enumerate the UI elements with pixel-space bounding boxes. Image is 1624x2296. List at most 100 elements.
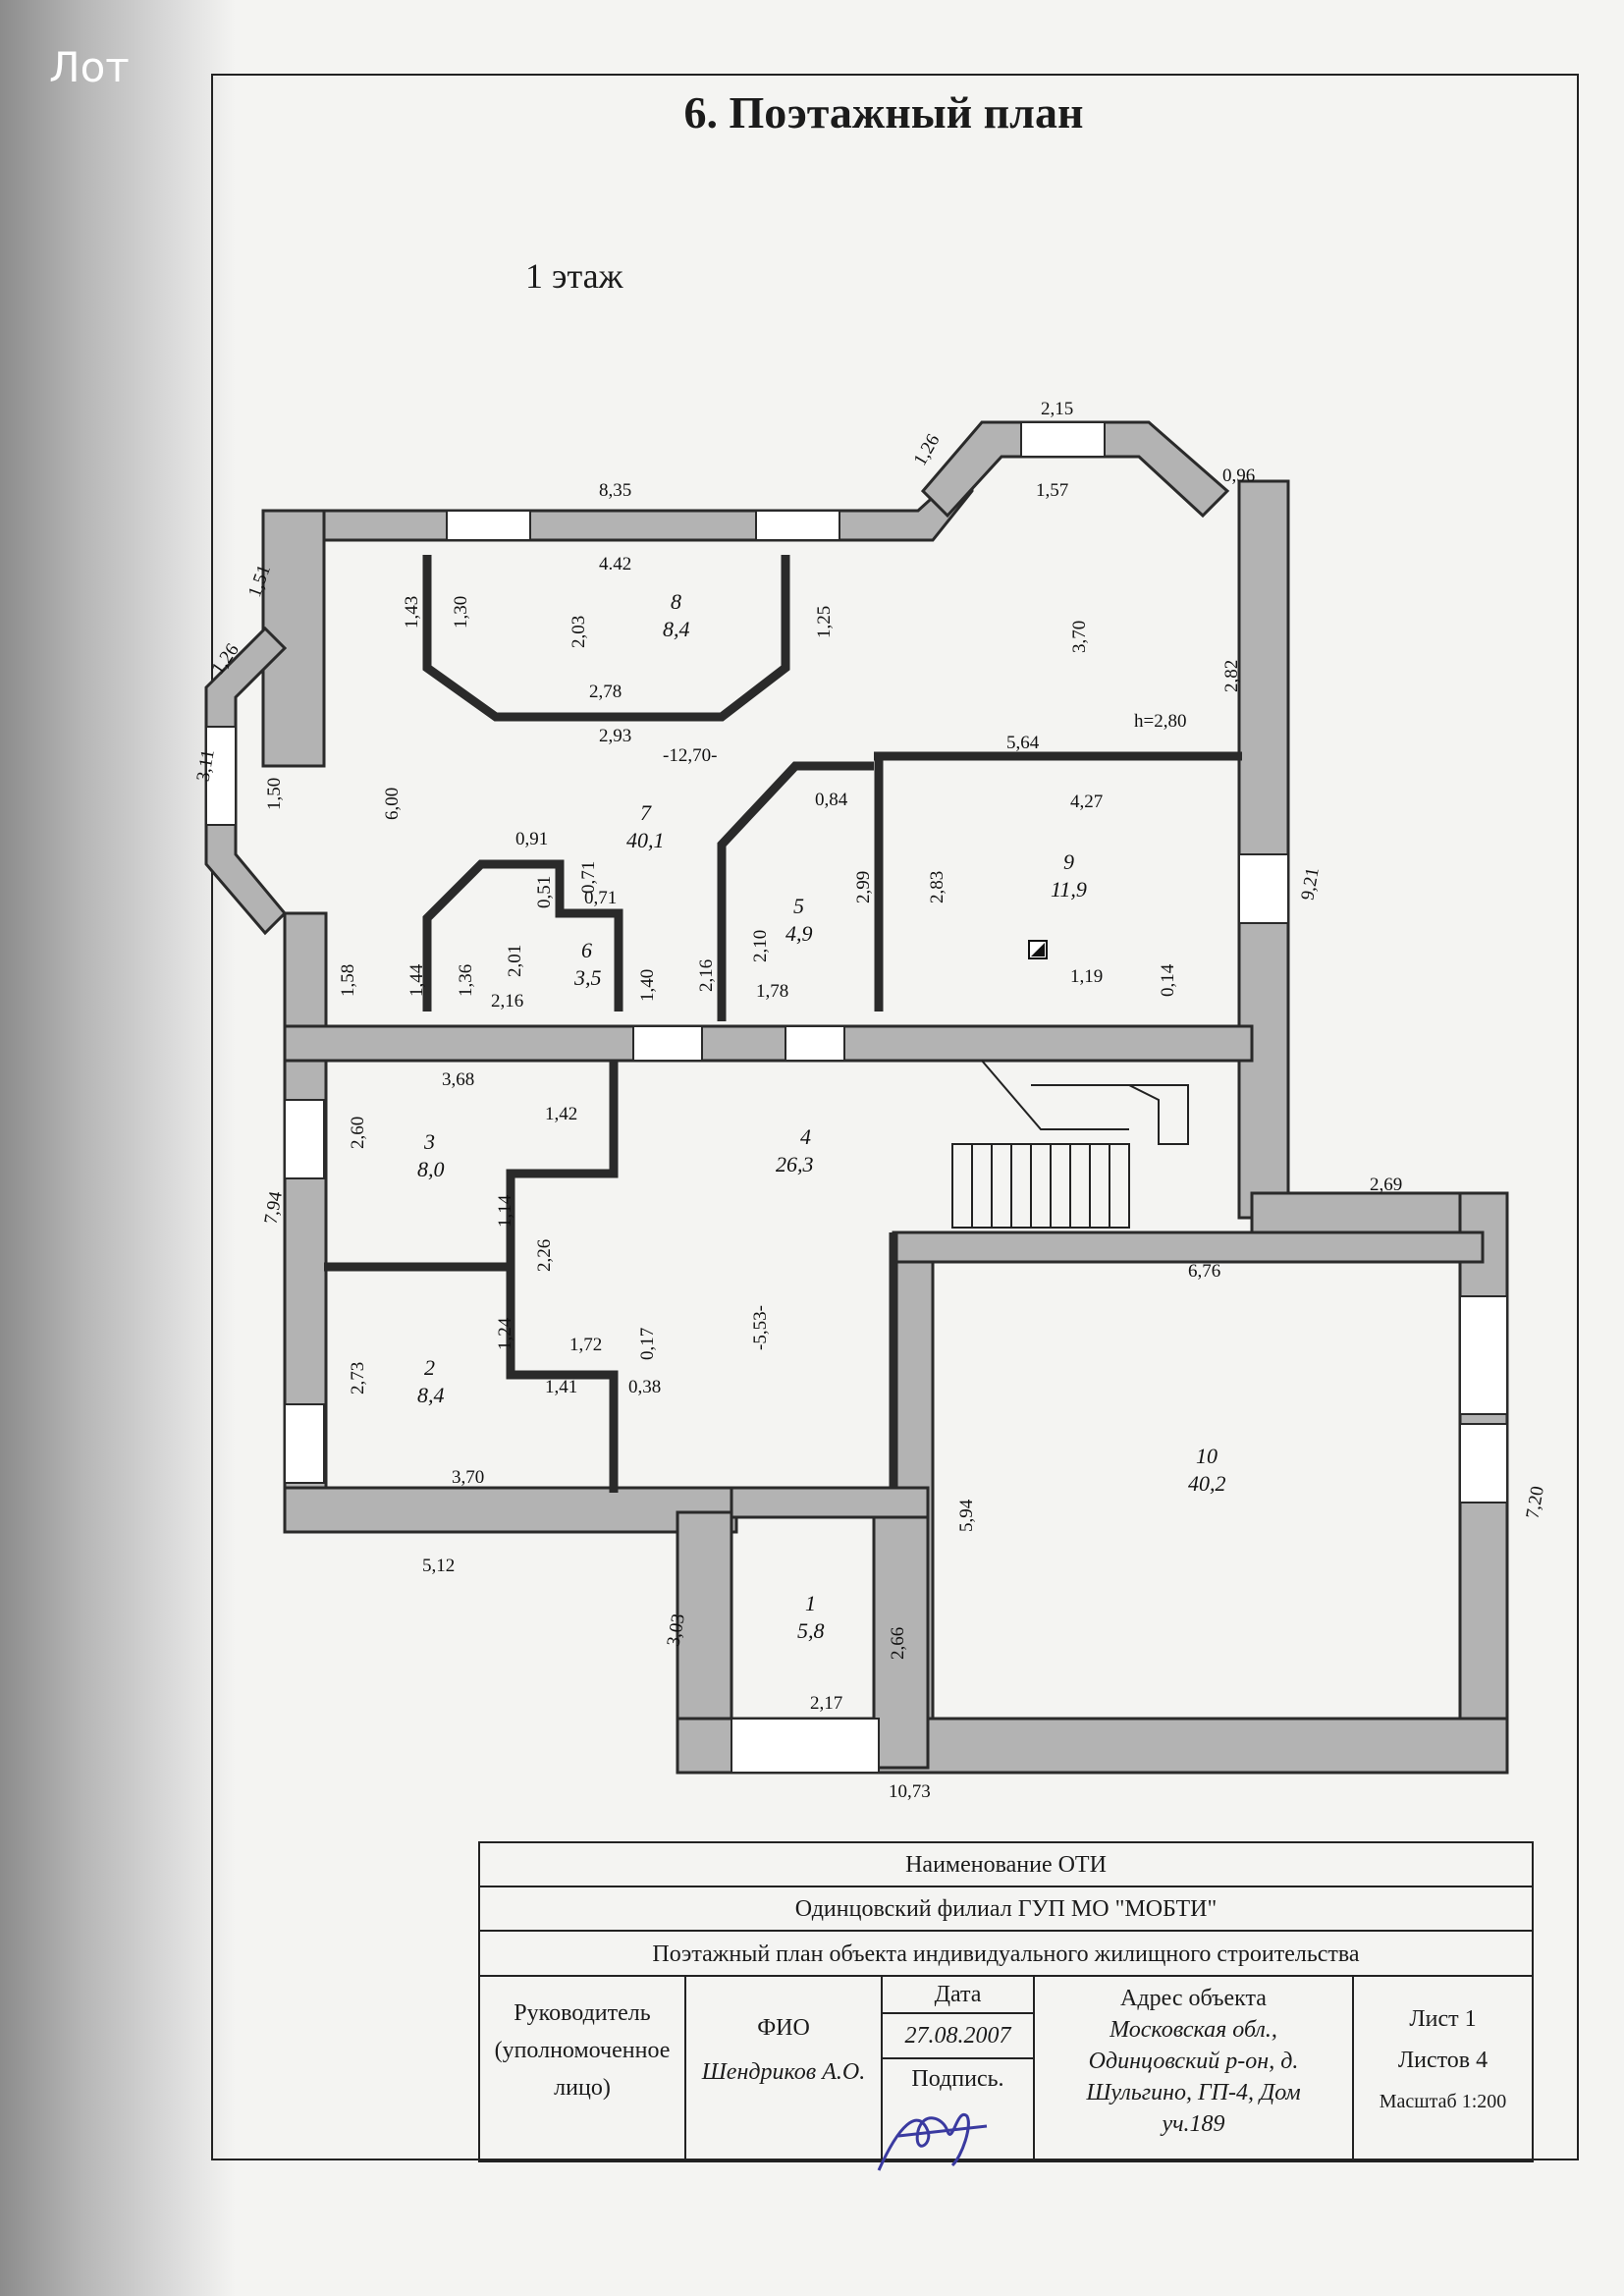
- dimension-label: 4,27: [1070, 792, 1103, 812]
- dimension-label: 2,17: [810, 1693, 842, 1714]
- stamp-sheets: Листов 4: [1397, 2048, 1489, 2073]
- title-block: Наименование ОТИ Одинцовский филиал ГУП …: [478, 1841, 1534, 2162]
- dimension-label: 1,42: [545, 1104, 577, 1124]
- dimension-label: 1,57: [1036, 480, 1068, 501]
- dimension-label: 2,16: [491, 991, 523, 1011]
- room-area: 8,0: [417, 1157, 445, 1181]
- dimension-label: 9,21: [1297, 866, 1323, 902]
- dimension-label: 2,83: [927, 871, 947, 903]
- room-area: 8,4: [663, 617, 690, 641]
- dimension-label: 1,50: [264, 778, 285, 810]
- binding-shadow: [0, 0, 236, 2296]
- dimension-label: h=2,80: [1134, 711, 1186, 732]
- room-area: 4,9: [785, 921, 813, 946]
- signature: [877, 2112, 988, 2171]
- wall-bay-left: [204, 626, 288, 936]
- dimension-label: 2,82: [1221, 660, 1242, 692]
- dimension-label: 1,72: [569, 1335, 602, 1355]
- room-area: 26,3: [776, 1152, 814, 1176]
- stamp-date: 27.08.2007: [883, 2014, 1033, 2059]
- stamp-head-label3: лицо): [554, 2075, 611, 2101]
- stamp-date-cell: Дата 27.08.2007 Подпись.: [883, 1977, 1035, 2162]
- dimension-label: 3,70: [452, 1467, 484, 1488]
- wall-lower-mid: [730, 1486, 930, 1519]
- room-area: 40,1: [626, 828, 665, 852]
- dimension-label: 0,14: [1158, 963, 1178, 997]
- dimension-label: 2,15: [1041, 399, 1073, 419]
- dimension-label: 3,70: [1069, 621, 1090, 653]
- dimension-label: 2,69: [1370, 1175, 1402, 1195]
- dimension-label: 0,96: [1222, 465, 1255, 486]
- stamp-head-label2: (уполномоченное: [494, 2038, 671, 2063]
- window: [205, 726, 237, 826]
- window: [755, 510, 840, 541]
- window: [284, 1099, 325, 1179]
- room-area: 8,4: [417, 1383, 445, 1407]
- dimension-label: 2,16: [696, 959, 717, 992]
- dimension-label: 1,25: [814, 606, 835, 638]
- dimension-label: 1,14: [495, 1194, 515, 1228]
- meter-icon-mark: [1031, 943, 1045, 957]
- dimension-label: 2,10: [750, 930, 771, 962]
- stamp-addr2: Одинцовский р-он, д.: [1088, 2049, 1299, 2074]
- stamp-address-cell: Адрес объекта Московская обл., Одинцовск…: [1035, 1977, 1354, 2162]
- dimension-label: 0,38: [628, 1377, 661, 1397]
- dimension-label: -5,53-: [750, 1305, 771, 1350]
- wall-bottom-left: [283, 1486, 738, 1534]
- stamp-head-cell: Руководитель (уполномоченное лицо): [480, 1977, 686, 2162]
- dimension-label: 6,00: [382, 788, 403, 820]
- stamp-addr3: Шульгино, ГП-4, Дом: [1086, 2080, 1301, 2105]
- window: [1459, 1295, 1508, 1415]
- dimension-label: 1,78: [756, 981, 788, 1002]
- stamp-date-label: Дата: [883, 1977, 1033, 2014]
- stamp-fio-label: ФИО: [757, 2015, 810, 2041]
- stamp-org-label: Наименование ОТИ: [480, 1843, 1532, 1887]
- dimension-label: 0,17: [637, 1328, 658, 1360]
- stamp-addr-label: Адрес объекта: [1120, 1986, 1267, 2011]
- dimension-label: 7,20: [1523, 1485, 1548, 1520]
- dimension-label: 5,12: [422, 1556, 455, 1576]
- stamp-addr1: Московская обл.,: [1110, 2017, 1277, 2043]
- stamp-sheet-cell: Лист 1 Листов 4 Масштаб 1:200: [1354, 1977, 1532, 2162]
- wall-right: [1237, 479, 1290, 1220]
- room-number: 2: [424, 1355, 435, 1380]
- dimension-label: 2,99: [853, 871, 874, 903]
- stamp-fio: Шендриков А.О.: [701, 2059, 866, 2085]
- window: [731, 1718, 880, 1774]
- wall-room2: [506, 1267, 619, 1493]
- windows: [205, 421, 1508, 1774]
- dimension-labels: 8,35 4.42 1,43 1,30 2,03 1,25 2,78 2,93 …: [192, 399, 1548, 1802]
- dimension-label: 2,26: [534, 1239, 555, 1272]
- wall-top-left: [263, 458, 974, 542]
- dimension-label: 4.42: [599, 554, 631, 574]
- wall-garage-top: [892, 1230, 1485, 1264]
- dimension-label: 1,43: [402, 596, 422, 629]
- dimension-label: 2,73: [348, 1362, 368, 1394]
- staircase: [951, 1060, 1189, 1229]
- drawing-frame: [211, 74, 1579, 2160]
- window: [1238, 853, 1289, 924]
- dimension-label: 1,24: [495, 1317, 515, 1350]
- dimension-label: 0,71: [584, 888, 617, 908]
- dimension-label: 1,44: [406, 963, 427, 997]
- wall-room3: [324, 1061, 619, 1272]
- room-area: 5,8: [797, 1618, 825, 1643]
- window: [785, 1025, 845, 1062]
- stamp-doc: Поэтажный план объекта индивидуального ж…: [480, 1932, 1532, 1977]
- dimension-label: 0,71: [578, 861, 599, 894]
- room-area: 3,5: [573, 965, 602, 990]
- dimension-label: 2,93: [599, 726, 631, 746]
- stamp-fio-cell: ФИО Шендриков А.О.: [686, 1977, 883, 2162]
- dimension-label: 5,64: [1006, 733, 1040, 753]
- stamp-head-label: Руководитель: [514, 2000, 651, 2026]
- window: [632, 1025, 703, 1062]
- room-area: 11,9: [1051, 877, 1087, 902]
- dimension-label: 10,73: [889, 1781, 931, 1802]
- dimension-label: 2,66: [888, 1627, 908, 1660]
- room-area: 40,2: [1188, 1471, 1226, 1496]
- wall-room6: [422, 859, 623, 1011]
- room-number: 3: [423, 1129, 435, 1154]
- stamp-scale: Масштаб 1:200: [1379, 2091, 1507, 2112]
- page-title: 6. Поэтажный план: [683, 87, 1084, 137]
